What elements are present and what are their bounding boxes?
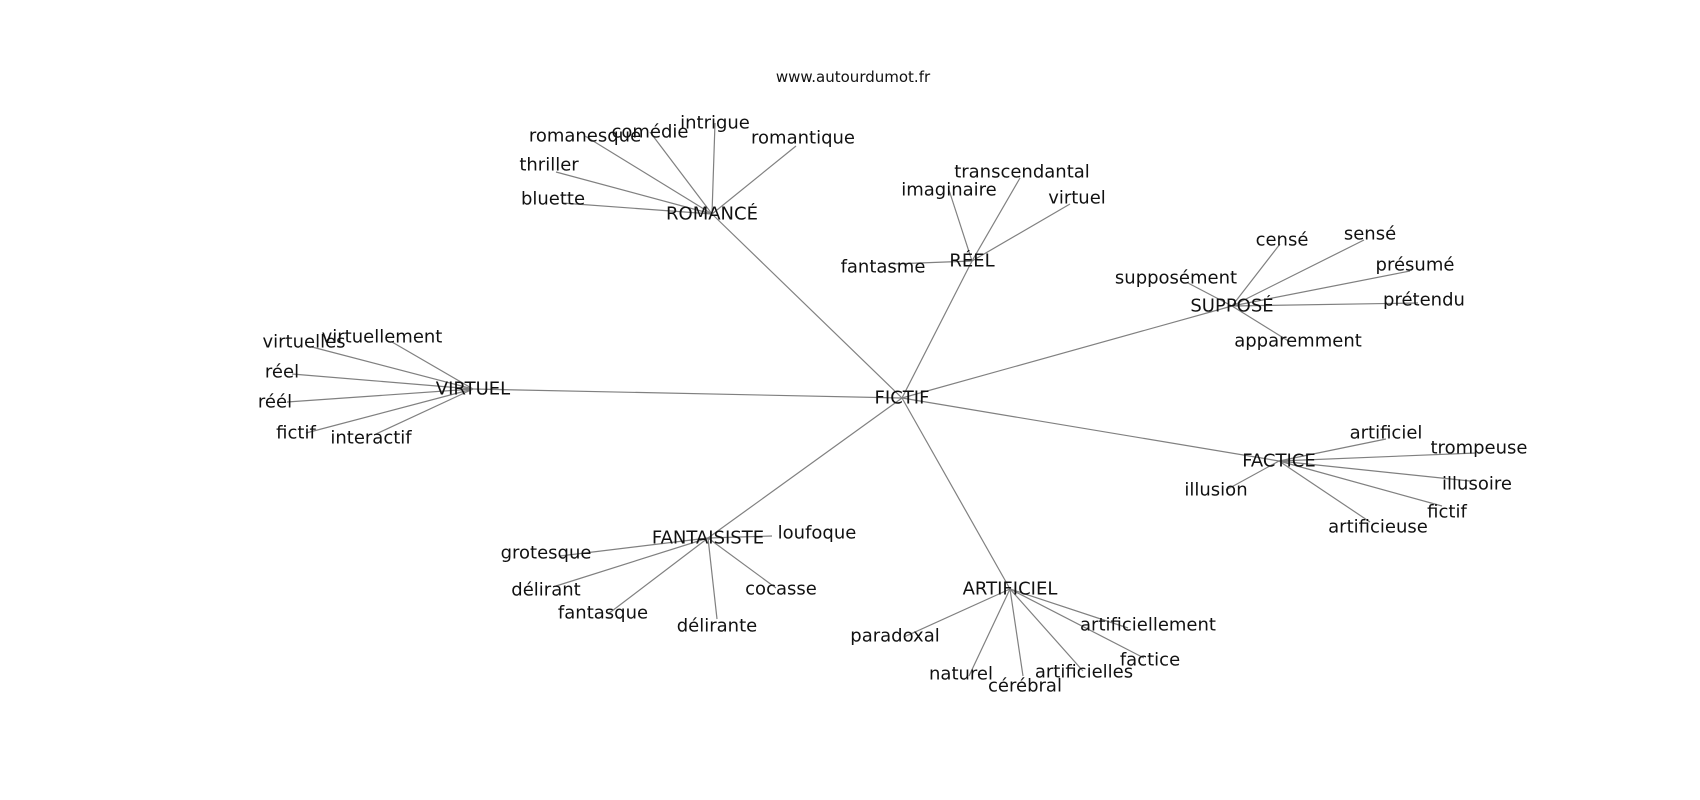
word-illusion[interactable]: illusion [1184, 480, 1247, 501]
word-fictif[interactable]: fictif [1427, 502, 1467, 523]
node-suppose[interactable]: SUPPOSÉ [1190, 295, 1273, 317]
word-delirante[interactable]: délirante [677, 616, 757, 637]
word-supposement[interactable]: supposément [1115, 268, 1237, 289]
word-sense[interactable]: sensé [1344, 224, 1396, 245]
word-pretendu[interactable]: prétendu [1383, 290, 1465, 311]
word-romantique[interactable]: romantique [751, 128, 855, 149]
node-romance[interactable]: ROMANCÉ [666, 203, 758, 225]
edge-factice-artificiel [1278, 438, 1387, 462]
edge-virtuel-virtuellement [391, 341, 474, 390]
edge-artificiel-paradoxal [903, 588, 1011, 638]
edge-romance-thriller [555, 171, 713, 215]
edge-romance-comedie [649, 131, 713, 215]
word-reel[interactable]: réél [258, 392, 292, 413]
node-reel[interactable]: RÉEL [949, 250, 994, 272]
edge-factice-illusoire [1278, 460, 1471, 482]
word-artificiellement[interactable]: artificiellement [1080, 615, 1216, 636]
word-bluette[interactable]: bluette [521, 189, 585, 210]
edge-factice-fictif [1278, 460, 1443, 507]
edge-fictif-virtuel [472, 388, 903, 399]
word-fantasque[interactable]: fantasque [558, 603, 648, 624]
word-cense[interactable]: censé [1256, 230, 1309, 251]
edge-reel-transcendantal [971, 177, 1021, 262]
word-factice[interactable]: factice [1120, 650, 1180, 671]
edge-reel-virtuel [971, 203, 1071, 262]
edge-romance-romantique [711, 145, 797, 215]
node-virtuel[interactable]: VIRTUEL [436, 379, 510, 400]
edge-fantaisiste-loufoque [707, 535, 773, 539]
edge-artificiel-artificielles [1009, 588, 1084, 672]
edge-fictif-romance [711, 213, 903, 399]
word-interactif[interactable]: interactif [330, 428, 412, 449]
graph-edges [286, 122, 1477, 677]
edge-reel-imaginaire [948, 189, 973, 262]
word-intrigue[interactable]: intrigue [680, 113, 750, 134]
edge-fictif-fantaisiste [707, 397, 903, 539]
edge-factice-illusion [1225, 460, 1280, 491]
word-imaginaire[interactable]: imaginaire [901, 180, 997, 201]
word-grotesque[interactable]: grotesque [501, 543, 592, 564]
word-thriller[interactable]: thriller [519, 155, 579, 176]
word-illusoire[interactable]: illusoire [1442, 474, 1512, 495]
edge-fantaisiste-delirante [707, 537, 718, 620]
word-delirant[interactable]: délirant [511, 580, 580, 601]
edge-artificiel-factice [1009, 588, 1145, 659]
edge-artificiel-naturel [968, 588, 1011, 677]
edge-factice-artificieuse [1278, 460, 1371, 523]
edge-artificiel-artificiellement [1009, 588, 1129, 629]
edge-virtuel-reel [286, 388, 474, 403]
edge-fantaisiste-cocasse [707, 537, 777, 589]
source-site-label: www.autourdumot.fr [776, 68, 931, 86]
edge-fictif-artificiel [901, 397, 1011, 590]
edge-suppose-apparemment [1231, 305, 1291, 343]
word-apparemment[interactable]: apparemment [1234, 331, 1362, 352]
word-trompeuse[interactable]: trompeuse [1431, 438, 1528, 459]
edge-fictif-reel [901, 260, 973, 399]
edge-suppose-cense [1231, 243, 1281, 307]
word-artificieuse[interactable]: artificieuse [1328, 517, 1428, 538]
word-reel[interactable]: réel [265, 362, 299, 383]
word-naturel[interactable]: naturel [929, 664, 993, 685]
edge-suppose-supposement [1187, 282, 1233, 307]
edge-fantaisiste-grotesque [559, 537, 709, 557]
node-fantaisiste[interactable]: FANTAISISTE [652, 528, 764, 549]
word-artificielles[interactable]: artificielles [1035, 662, 1133, 683]
word-comedie[interactable]: comédie [611, 122, 688, 143]
edge-fictif-suppose [901, 305, 1233, 399]
word-paradoxal[interactable]: paradoxal [850, 626, 939, 647]
edge-fantaisiste-fantasque [607, 537, 709, 615]
word-virtuellement[interactable]: virtuellement [322, 327, 443, 348]
node-factice[interactable]: FACTICE [1242, 451, 1316, 472]
word-artificiel[interactable]: artificiel [1350, 423, 1423, 444]
word-fantasme[interactable]: fantasme [841, 257, 926, 278]
edge-virtuel-reel [291, 373, 474, 390]
word-loufoque[interactable]: loufoque [778, 523, 857, 544]
edge-artificiel-cerebral [1009, 588, 1024, 677]
edge-factice-trompeuse [1278, 452, 1477, 462]
edge-virtuel-interactif [375, 388, 474, 435]
edge-reel-fantasme [892, 260, 973, 265]
word-virtuelles[interactable]: virtuelles [262, 332, 345, 353]
edge-virtuel-virtuelles [311, 346, 474, 390]
edge-fantaisiste-delirant [555, 537, 709, 587]
edge-virtuel-fictif [305, 388, 474, 434]
word-romanesque[interactable]: romanesque [529, 126, 641, 147]
edge-suppose-pretendu [1231, 302, 1419, 307]
word-cerebral[interactable]: cérébral [988, 676, 1062, 697]
word-transcendantal[interactable]: transcendantal [954, 162, 1090, 183]
edge-romance-bluette [561, 202, 713, 215]
center-node-fictif[interactable]: FICTIF [875, 388, 930, 409]
edge-fictif-factice [901, 397, 1280, 462]
edge-suppose-presume [1231, 270, 1411, 307]
word-cocasse[interactable]: cocasse [745, 579, 817, 600]
word-virtuel[interactable]: virtuel [1048, 188, 1106, 209]
node-artificiel[interactable]: ARTIFICIEL [963, 579, 1058, 600]
edge-romance-intrigue [711, 122, 716, 215]
edge-romance-romanesque [584, 135, 713, 215]
word-presume[interactable]: présumé [1376, 255, 1455, 276]
word-fictif[interactable]: fictif [276, 423, 316, 444]
edge-suppose-sense [1231, 239, 1365, 307]
